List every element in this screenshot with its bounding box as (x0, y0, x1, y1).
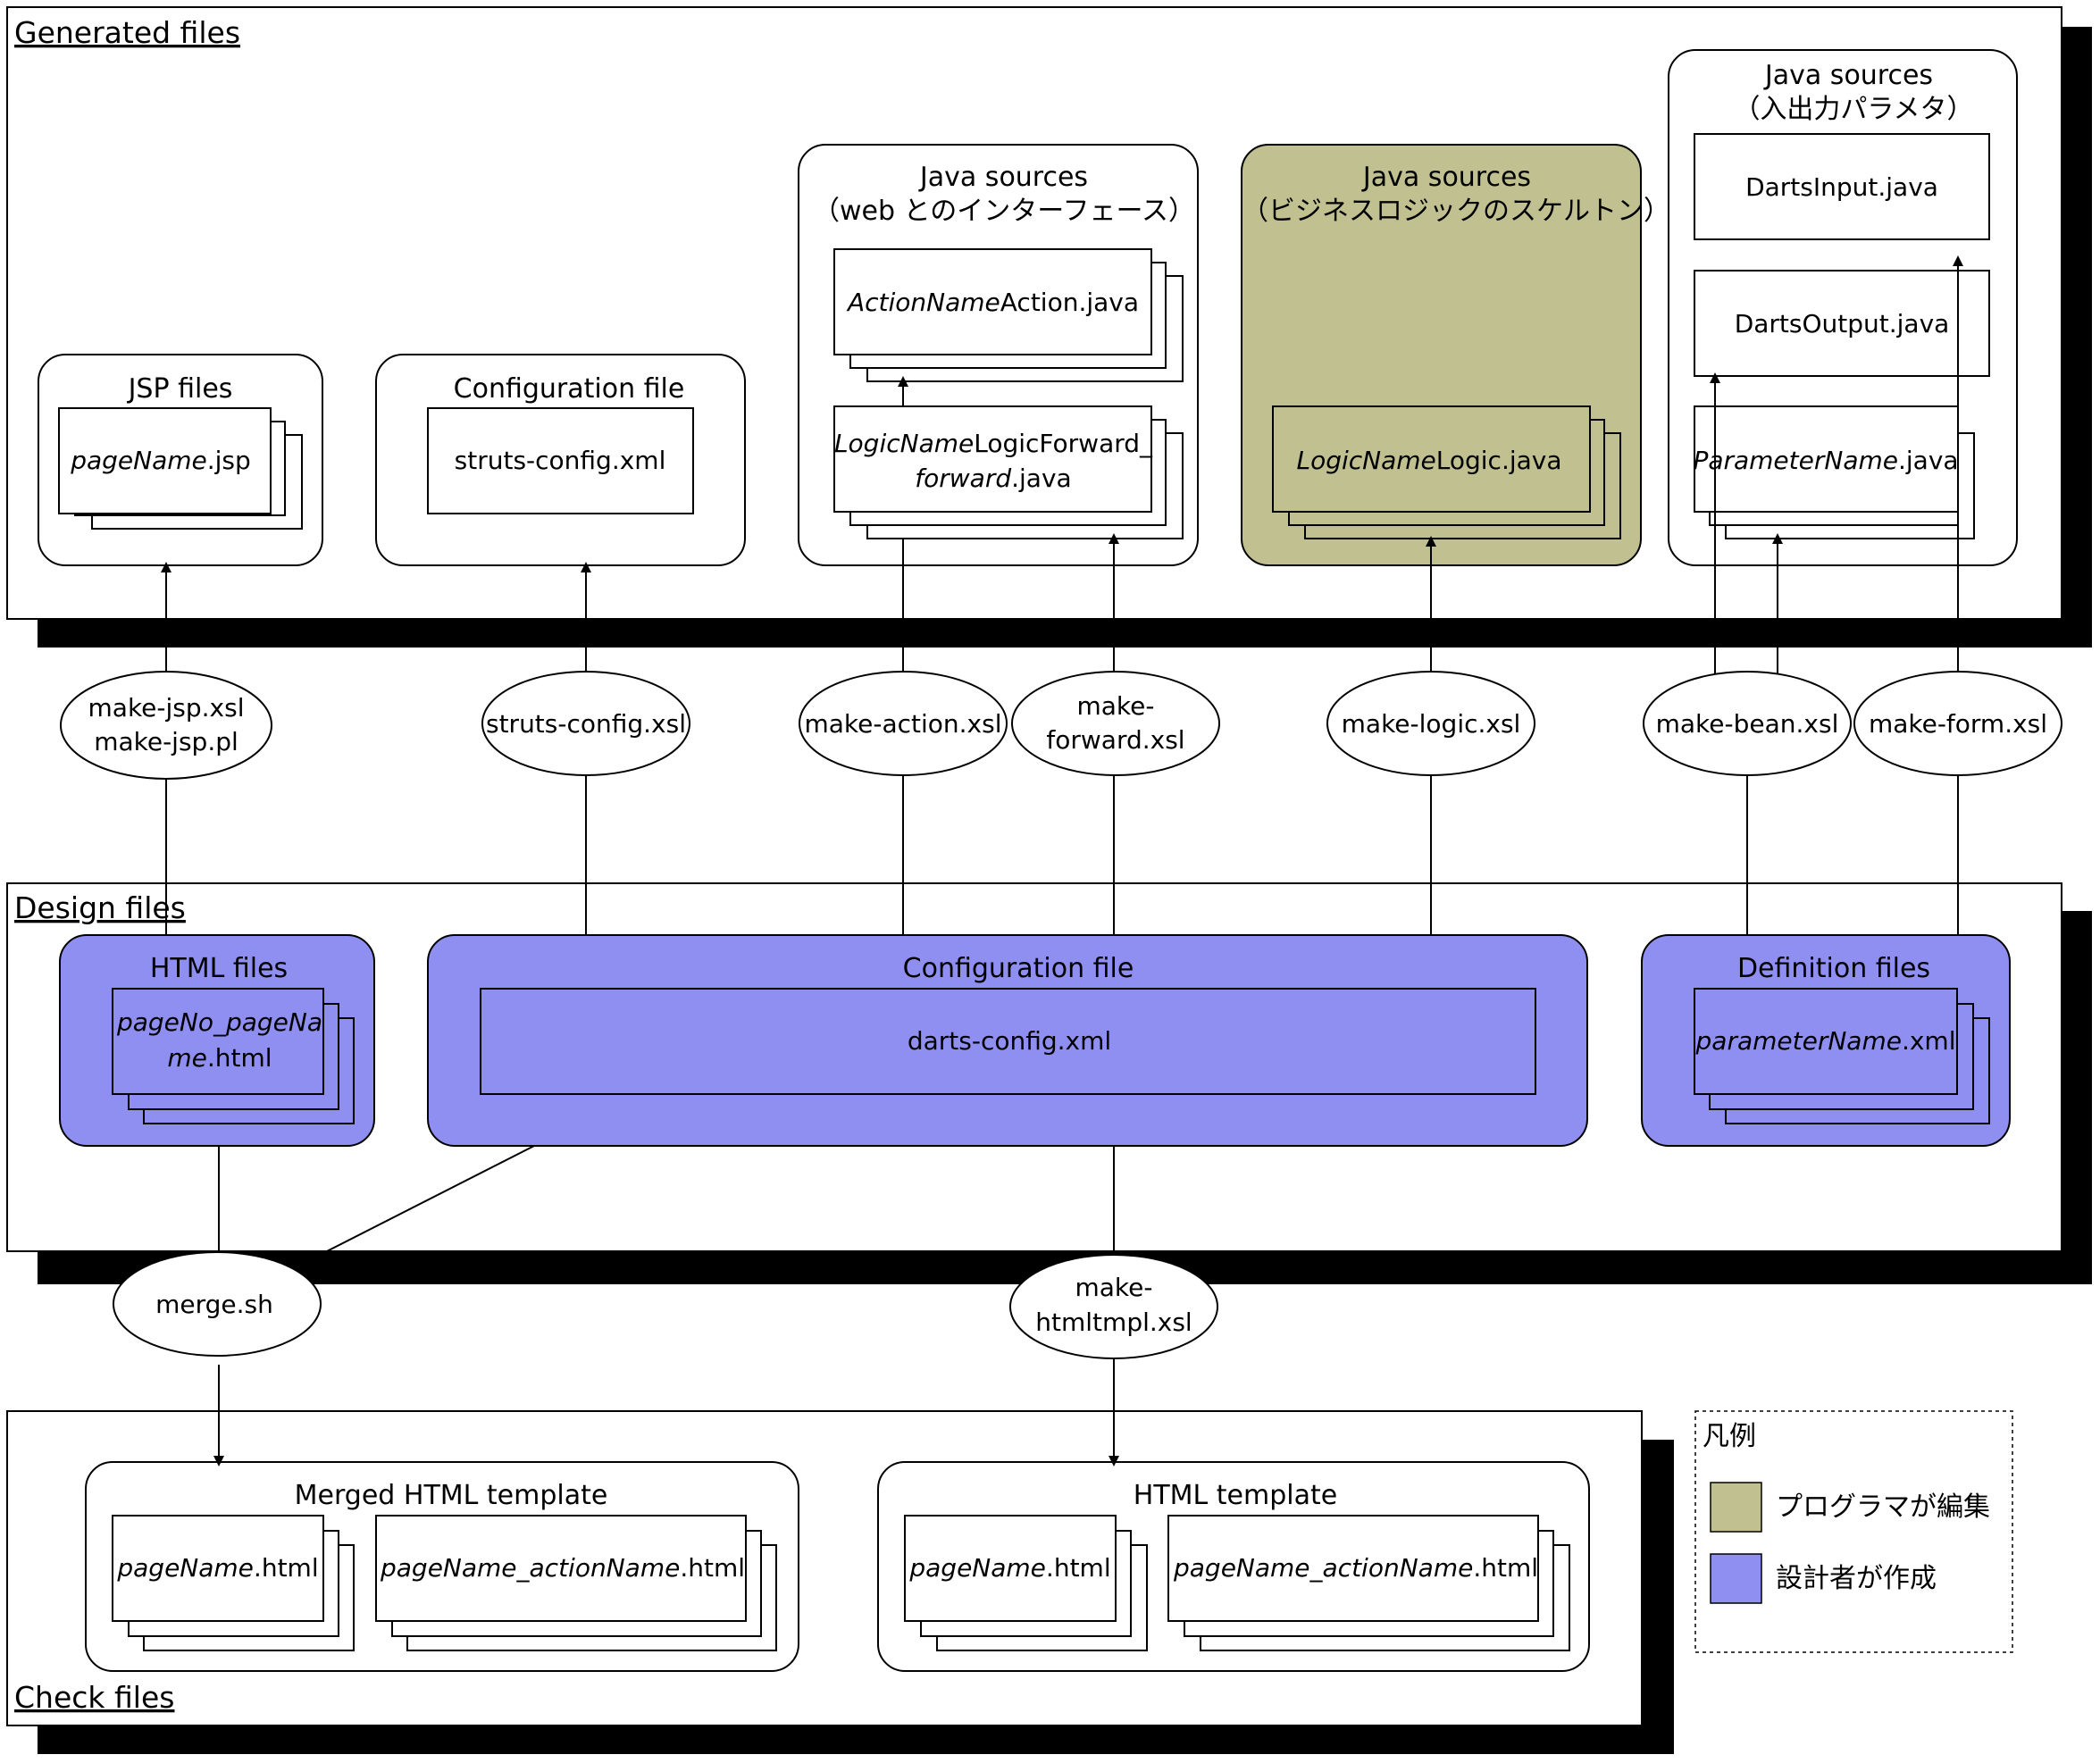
html-file-label-1: pageNo_pageNa (116, 1007, 322, 1037)
darts-input-file: DartsInput.java (1745, 172, 1938, 202)
make-form-xsl-label: make-form.xsl (1869, 709, 2047, 739)
struts-config-title: Configuration file (454, 373, 685, 405)
make-bean-xsl-label: make-bean.xsl (1656, 709, 1839, 739)
struts-config-file: struts-config.xml (455, 446, 666, 475)
java-param-title-2: （入出力パラメタ） (1733, 94, 1973, 125)
java-web-title-1: Java sources (918, 162, 1088, 193)
java-web-group: Java sources （web とのインターフェース） ActionName… (798, 144, 1199, 566)
process-make-htmltmpl: make- htmltmpl.xsl (1009, 1254, 1218, 1359)
java-logic-title-1: Java sources (1361, 162, 1531, 193)
process-make-form: make-form.xsl (1853, 671, 2062, 776)
merge-sh-label: merge.sh (155, 1290, 273, 1319)
darts-output-file: DartsOutput.java (1735, 309, 1950, 338)
java-logic-title-2: （ビジネスロジックのスケルトン） (1242, 196, 1670, 227)
jsp-files-title: JSP files (127, 373, 233, 405)
struts-config-group: Configuration file struts-config.xml (375, 354, 746, 566)
process-make-action: make-action.xsl (799, 671, 1008, 776)
java-param-title-1: Java sources (1763, 60, 1933, 91)
definition-files-title: Definition files (1737, 953, 1930, 984)
html-files-group: HTML files pageNo_pageNa me.html (59, 934, 375, 1147)
merged-html-template-title: Merged HTML template (295, 1480, 608, 1511)
template-page-file: pageName.html (908, 1553, 1110, 1583)
parameter-java-file: ParameterName.java (1693, 446, 1958, 475)
html-template-group: HTML template pageName.html pageName_act… (877, 1461, 1590, 1672)
definition-file-label: parameterName.xml (1695, 1026, 1956, 1056)
make-jsp-xsl-label: make-jsp.xsl (88, 693, 245, 723)
legend: 凡例 プログラマが編集 設計者が作成 (1694, 1410, 2013, 1653)
make-htmltmpl-label-2: htmltmpl.xsl (1035, 1308, 1192, 1337)
design-files-title: Design files (14, 890, 186, 925)
make-action-xsl-label: make-action.xsl (804, 709, 1001, 739)
merged-html-template-group: Merged HTML template pageName.html pageN… (85, 1461, 799, 1672)
process-merge: merge.sh (113, 1251, 322, 1357)
darts-config-group: Configuration file darts-config.xml (427, 934, 1588, 1147)
logic-java-file: LogicNameLogic.java (1296, 446, 1561, 475)
make-forward-label-2: forward.xsl (1046, 725, 1184, 755)
legend-programmer-swatch (1710, 1482, 1762, 1533)
check-files-title: Check files (14, 1680, 174, 1715)
java-web-title-2: （web とのインターフェース） (813, 196, 1195, 227)
struts-config-xsl-label: struts-config.xsl (486, 709, 686, 739)
legend-programmer-label: プログラマが編集 (1776, 1491, 1990, 1523)
darts-config-file: darts-config.xml (908, 1026, 1111, 1056)
process-make-logic: make-logic.xsl (1326, 671, 1535, 776)
logic-forward-file: LogicNameLogicForward_ (834, 429, 1153, 458)
legend-designer-swatch (1710, 1553, 1762, 1604)
make-jsp-pl-label: make-jsp.pl (94, 727, 238, 756)
html-template-title: HTML template (1134, 1480, 1337, 1511)
java-param-group: Java sources （入出力パラメタ） DartsInput.java D… (1668, 49, 2018, 566)
make-htmltmpl-label-1: make- (1075, 1273, 1153, 1302)
process-make-forward: make- forward.xsl (1011, 671, 1220, 776)
action-java-file: ActionNameAction.java (846, 288, 1139, 317)
java-logic-group: Java sources （ビジネスロジックのスケルトン） LogicNameL… (1241, 144, 1670, 566)
legend-title: 凡例 (1703, 1421, 1756, 1452)
jsp-file-label: pageName.jsp (70, 446, 251, 475)
darts-config-title: Configuration file (903, 953, 1134, 984)
process-make-bean: make-bean.xsl (1643, 671, 1852, 776)
merged-page-file: pageName.html (116, 1553, 318, 1583)
merged-page-action-file: pageName_actionName.html (380, 1553, 745, 1583)
html-file-label-2: me.html (167, 1043, 272, 1073)
connectors (161, 255, 1963, 1466)
process-make-jsp: make-jsp.xsl make-jsp.pl (60, 671, 272, 780)
html-files-title: HTML files (150, 953, 288, 984)
process-struts-config: struts-config.xsl (481, 671, 690, 776)
definition-files-group: Definition files parameterName.xml (1641, 934, 2011, 1147)
jsp-files-group: JSP files pageName.jsp (38, 354, 323, 566)
logic-forward-file-2: forward.java (915, 464, 1071, 493)
generated-files-title: Generated files (14, 15, 240, 50)
template-page-action-file: pageName_actionName.html (1173, 1553, 1538, 1583)
legend-designer-label: 設計者が作成 (1776, 1563, 1937, 1594)
make-logic-xsl-label: make-logic.xsl (1342, 709, 1521, 739)
make-forward-label-1: make- (1077, 691, 1155, 721)
